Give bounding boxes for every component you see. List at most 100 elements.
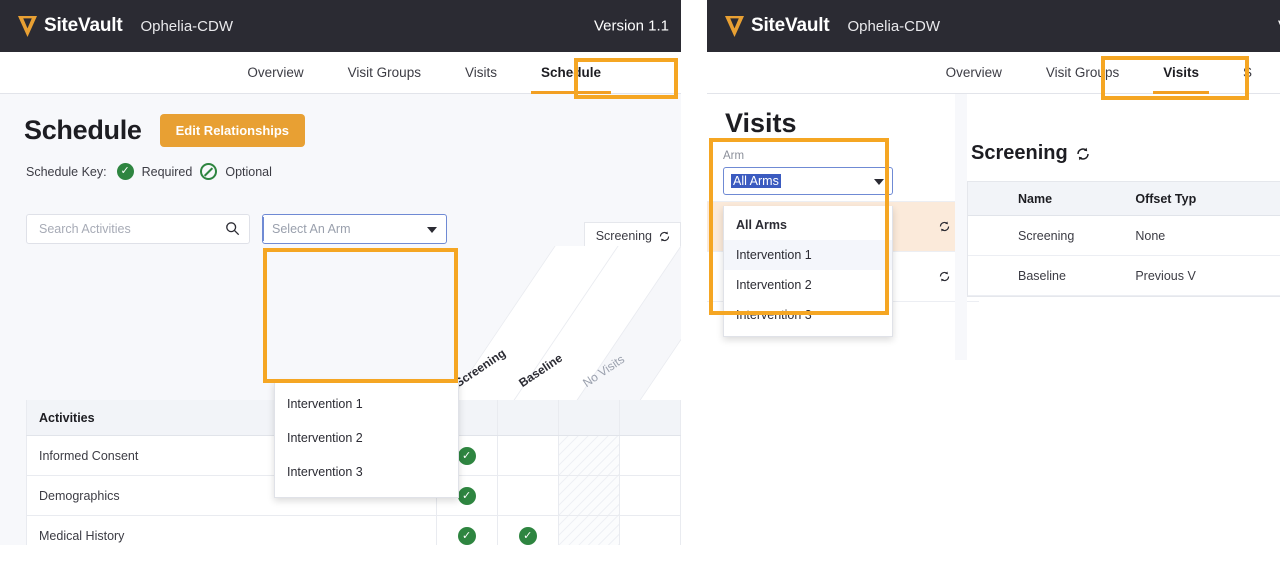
grid-header-cell bbox=[437, 400, 498, 435]
legend-required-label: Required bbox=[141, 164, 193, 179]
text-caret bbox=[263, 217, 264, 241]
cell-offset-type: None bbox=[1135, 228, 1166, 243]
table-row[interactable]: Medical History ✓ ✓ bbox=[26, 516, 681, 545]
activity-name: Medical History bbox=[26, 516, 437, 545]
mark-cell[interactable] bbox=[620, 436, 681, 475]
version-label: Version 1.1 bbox=[593, 17, 669, 35]
schedule-key-legend: Schedule Key: ✓ Required Optional bbox=[0, 147, 681, 180]
page-title: Schedule bbox=[24, 115, 142, 145]
mark-cell[interactable] bbox=[498, 476, 559, 515]
arm-select-dropdown[interactable]: All Arms Intervention 1 Intervention 2 I… bbox=[723, 206, 893, 337]
chevron-down-icon bbox=[874, 179, 884, 185]
study-name: Ophelia-CDW bbox=[140, 17, 233, 35]
arm-select-dropdown[interactable]: Intervention 1 Intervention 2 Interventi… bbox=[274, 381, 459, 498]
tab-overview[interactable]: Overview bbox=[945, 65, 1002, 80]
mark-cell-disabled bbox=[558, 476, 620, 515]
left-app-bar: SiteVault Ophelia-CDW Version 1.1 bbox=[0, 0, 681, 52]
mark-cell-disabled bbox=[558, 516, 620, 545]
detail-gutter bbox=[955, 94, 967, 360]
mark-cell[interactable]: ✓ bbox=[437, 436, 498, 475]
green-check-circle-icon: ✓ bbox=[457, 526, 476, 545]
dropdown-option-intervention-2[interactable]: Intervention 2 bbox=[736, 278, 812, 292]
study-name: Ophelia-CDW bbox=[847, 17, 940, 35]
arm-field-label: Arm bbox=[723, 150, 745, 162]
green-check-circle-icon: ✓ bbox=[116, 163, 134, 180]
mark-cell-disabled bbox=[558, 436, 620, 475]
tab-visit-groups[interactable]: Visit Groups bbox=[347, 65, 421, 80]
cycle-refresh-icon bbox=[659, 230, 670, 242]
visit-detail-title-text: Screening bbox=[971, 142, 1068, 164]
search-input[interactable] bbox=[37, 221, 219, 237]
grid-header-cell bbox=[620, 400, 681, 435]
tab-visits[interactable]: Visits bbox=[1141, 52, 1221, 94]
mark-cell[interactable]: ✓ bbox=[437, 516, 498, 545]
visits-body: Visits bbox=[707, 94, 1280, 139]
right-nav-tabs: Overview Visit Groups Visits S bbox=[707, 52, 1280, 94]
mark-cell[interactable] bbox=[498, 436, 559, 475]
search-icon bbox=[226, 222, 240, 236]
cycle-refresh-icon bbox=[939, 221, 950, 232]
tab-schedule[interactable]: Schedule bbox=[519, 52, 623, 94]
left-screenshot-panel: SiteVault Ophelia-CDW Version 1.1 Overvi… bbox=[0, 0, 681, 545]
tab-schedule-truncated[interactable]: S bbox=[1242, 65, 1252, 80]
schedule-header: Schedule Edit Relationships bbox=[0, 94, 681, 147]
column-header-offset-type: Offset Typ bbox=[1135, 191, 1197, 206]
brand-name: SiteVault bbox=[751, 15, 830, 36]
screening-chip-label: Screening bbox=[595, 229, 652, 243]
table-row[interactable]: Screening None bbox=[968, 216, 1280, 256]
cell-name: Baseline bbox=[1018, 268, 1066, 283]
visit-column-headers: Screening Screening Baseline No Visits bbox=[448, 212, 681, 404]
right-screenshot-panel: SiteVault Ophelia-CDW V Overview Visit G… bbox=[707, 0, 1280, 360]
sitevault-logo[interactable]: SiteVault bbox=[725, 15, 830, 37]
arm-selected-value: All Arms bbox=[731, 174, 781, 188]
edit-relationships-button[interactable]: Edit Relationships bbox=[159, 114, 306, 147]
tab-visit-groups[interactable]: Visit Groups bbox=[1045, 65, 1120, 80]
table-row[interactable]: Baseline Previous V bbox=[968, 256, 1280, 296]
sitevault-logo[interactable]: SiteVault bbox=[18, 15, 123, 37]
search-activities-box[interactable] bbox=[26, 214, 250, 244]
dropdown-option-intervention-1[interactable]: Intervention 1 bbox=[287, 397, 363, 411]
visits-page: Visits bbox=[707, 94, 1280, 360]
dropdown-option-intervention-3[interactable]: Intervention 3 bbox=[736, 308, 812, 322]
mark-cell[interactable] bbox=[620, 476, 681, 515]
green-check-circle-icon: ✓ bbox=[457, 446, 476, 465]
screening-chip[interactable]: Screening bbox=[583, 222, 681, 250]
schedule-page: Schedule Edit Relationships Schedule Key… bbox=[0, 94, 681, 545]
green-check-circle-icon: ✓ bbox=[457, 486, 476, 505]
visit-detail-card: Screening Name Offset Typ Screening None bbox=[967, 142, 1280, 297]
dropdown-option-intervention-3[interactable]: Intervention 3 bbox=[287, 465, 363, 479]
arm-select-placeholder: Select An Arm bbox=[272, 222, 351, 236]
column-header-name: Name bbox=[1018, 191, 1053, 206]
cycle-refresh-icon bbox=[1076, 147, 1089, 160]
green-check-circle-icon: ✓ bbox=[518, 526, 537, 545]
grid-header-cell bbox=[498, 400, 559, 435]
visit-detail-table: Name Offset Typ Screening None Baseline … bbox=[967, 181, 1280, 297]
version-label-truncated: V bbox=[1278, 18, 1280, 35]
dropdown-option-all-arms[interactable]: All Arms bbox=[736, 218, 787, 232]
green-no-entry-circle-icon bbox=[200, 163, 218, 180]
visit-strip-row[interactable] bbox=[707, 152, 979, 202]
left-nav-tabs: Overview Visit Groups Visits Schedule bbox=[0, 52, 681, 94]
mark-cell[interactable]: ✓ bbox=[437, 476, 498, 515]
page-title: Visits bbox=[725, 108, 797, 138]
cell-name: Screening bbox=[1018, 228, 1075, 243]
cycle-refresh-icon bbox=[939, 271, 950, 282]
arm-field: Arm All Arms bbox=[723, 150, 893, 195]
arm-select-control[interactable]: All Arms bbox=[723, 167, 893, 195]
dropdown-option-intervention-1[interactable]: Intervention 1 bbox=[724, 240, 892, 270]
mark-cell[interactable]: ✓ bbox=[498, 516, 559, 545]
activities-toolbar: Select An Arm bbox=[0, 214, 681, 244]
mark-cell[interactable] bbox=[620, 516, 681, 545]
sitevault-v-logo-icon bbox=[725, 15, 744, 37]
arm-select-control[interactable]: Select An Arm bbox=[262, 214, 447, 244]
cell-offset-type: Previous V bbox=[1135, 268, 1196, 283]
sitevault-v-logo-icon bbox=[18, 15, 37, 37]
visit-detail-title: Screening bbox=[967, 142, 1280, 165]
legend-optional-label: Optional bbox=[225, 164, 272, 179]
table-header-row: Name Offset Typ bbox=[968, 182, 1280, 216]
tab-visits[interactable]: Visits bbox=[464, 65, 497, 80]
chevron-down-icon bbox=[427, 227, 437, 233]
tab-overview[interactable]: Overview bbox=[247, 65, 304, 80]
dropdown-option-intervention-2[interactable]: Intervention 2 bbox=[287, 431, 363, 445]
